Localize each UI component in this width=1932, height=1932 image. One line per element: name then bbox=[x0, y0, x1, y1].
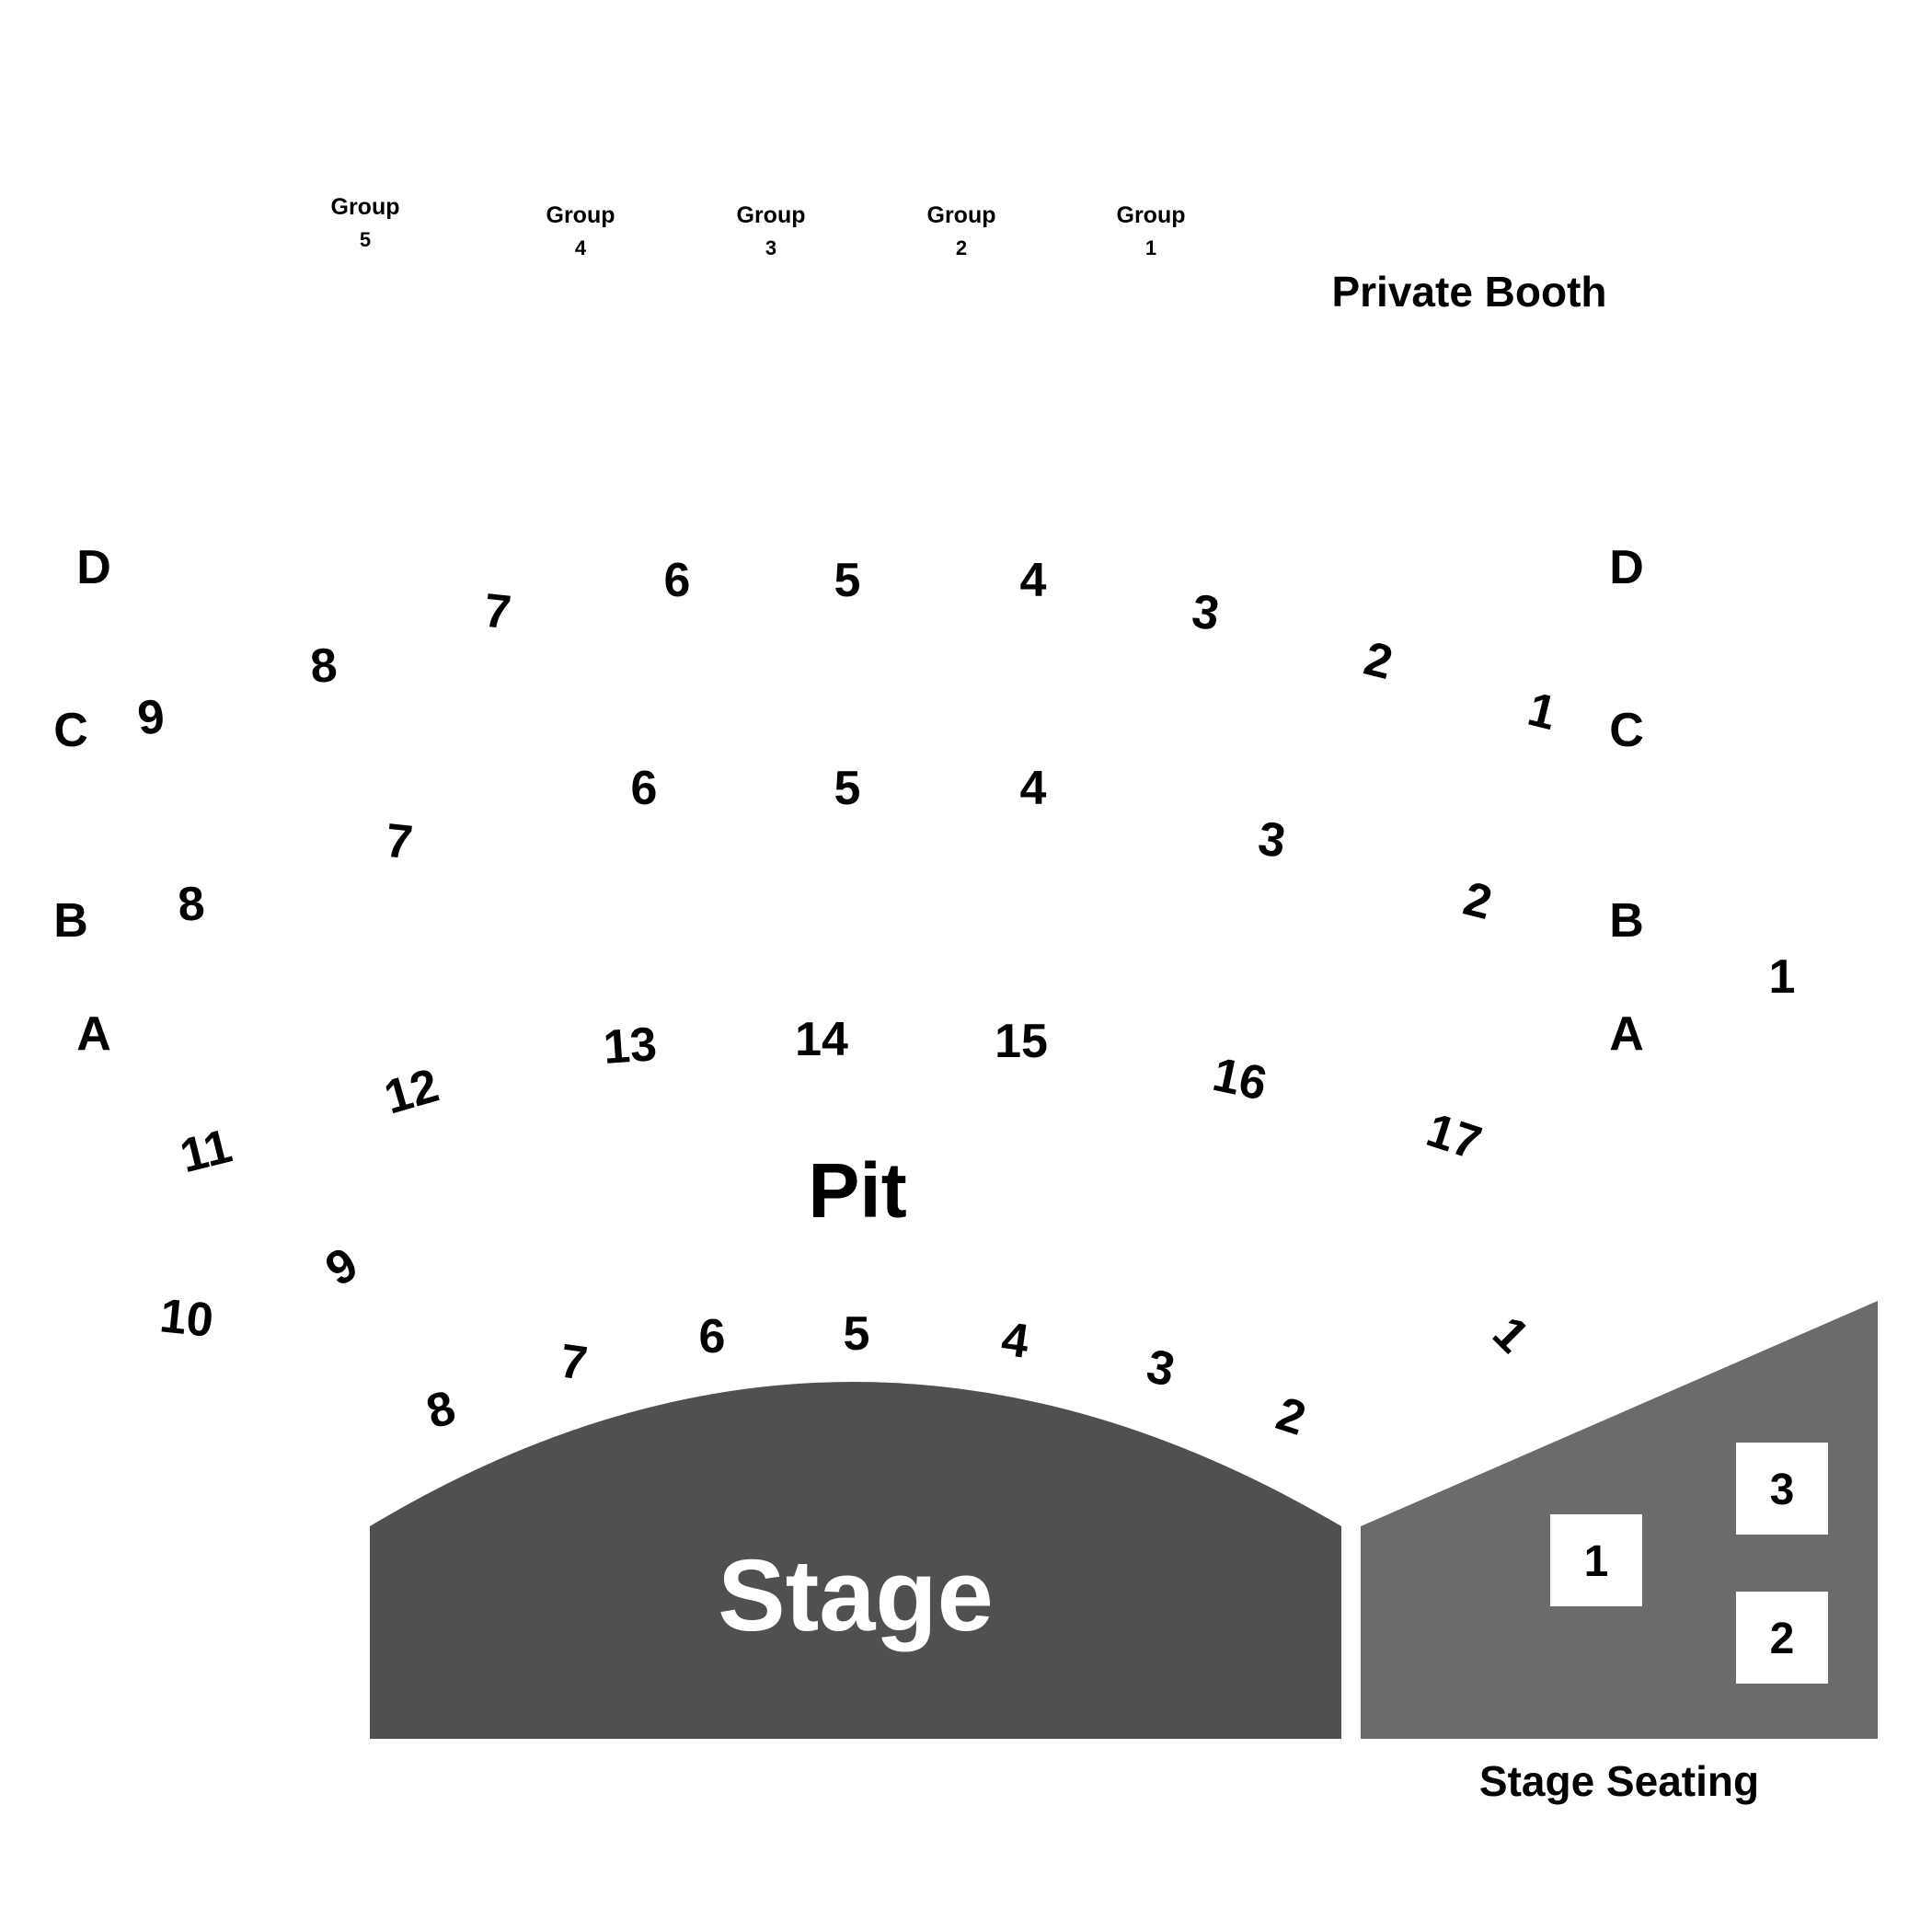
stage-seating-box-3-rect bbox=[1736, 1443, 1828, 1535]
seat-a-17[interactable]: 17 bbox=[1420, 1103, 1488, 1170]
stage-seating-box-3-label: 3 bbox=[1770, 1466, 1795, 1514]
seat-lower-11[interactable]: 11 bbox=[175, 1120, 236, 1184]
row-letter-right-a: A bbox=[1609, 1007, 1644, 1061]
row-letter-left-a: A bbox=[76, 1007, 111, 1061]
row-letter-left-d: D bbox=[76, 541, 111, 594]
row-letter-right-b: B bbox=[1609, 894, 1644, 948]
stage-seating-box-1[interactable]: 1 bbox=[1550, 1514, 1642, 1606]
seat-a-12[interactable]: 12 bbox=[379, 1059, 445, 1125]
seat-c-3[interactable]: 3 bbox=[1255, 811, 1289, 868]
seat-d-6[interactable]: 6 bbox=[664, 554, 691, 607]
seat-d-1[interactable]: 1 bbox=[1523, 683, 1561, 741]
seat-a-1[interactable]: 1 bbox=[1482, 1306, 1538, 1363]
seat-b-5[interactable]: 5 bbox=[844, 1307, 870, 1361]
seat-c-7[interactable]: 7 bbox=[383, 814, 415, 870]
stage-seating-box-2[interactable]: 2 bbox=[1736, 1592, 1828, 1684]
seat-lower-9[interactable]: 9 bbox=[316, 1237, 366, 1297]
stage-seating-box-2-label: 2 bbox=[1770, 1615, 1795, 1663]
seat-c-6[interactable]: 6 bbox=[631, 762, 658, 815]
stage-seating-box-2-rect bbox=[1736, 1592, 1828, 1684]
seat-c-8[interactable]: 8 bbox=[308, 638, 339, 694]
seat-a-13[interactable]: 13 bbox=[602, 1018, 659, 1075]
seat-a-14[interactable]: 14 bbox=[795, 1013, 848, 1066]
group-4-label[interactable]: Group bbox=[546, 202, 615, 228]
seat-d-2[interactable]: 2 bbox=[1359, 632, 1397, 690]
group-3-label[interactable]: Group bbox=[737, 202, 806, 228]
row-letter-left-c: C bbox=[53, 704, 88, 757]
group-5-number[interactable]: 5 bbox=[360, 228, 371, 251]
seat-b-3[interactable]: 3 bbox=[1142, 1340, 1179, 1397]
seat-b-2[interactable]: 2 bbox=[1271, 1387, 1312, 1446]
stage-label: Stage bbox=[718, 1539, 994, 1652]
pit-label: Pit bbox=[808, 1147, 906, 1234]
row-letter-right-d: D bbox=[1609, 541, 1644, 594]
seat-a-16[interactable]: 16 bbox=[1208, 1048, 1271, 1111]
group-2-number[interactable]: 2 bbox=[956, 236, 967, 259]
seat-d-7[interactable]: 7 bbox=[481, 584, 513, 640]
stage-seating-box-1-label: 1 bbox=[1584, 1537, 1609, 1586]
seat-c-2[interactable]: 2 bbox=[1458, 872, 1497, 930]
seat-c-1[interactable]: 1 bbox=[1769, 950, 1796, 1004]
seat-a-15[interactable]: 15 bbox=[995, 1015, 1048, 1068]
row-letter-left-b: B bbox=[53, 894, 88, 948]
stage-seating-title: Stage Seating bbox=[1479, 1757, 1759, 1805]
seat-d-4[interactable]: 4 bbox=[1020, 554, 1047, 607]
stage-seating-box-3[interactable]: 3 bbox=[1736, 1443, 1828, 1535]
seat-d-5[interactable]: 5 bbox=[834, 554, 861, 607]
private-booth-label[interactable]: Private Booth bbox=[1331, 268, 1606, 316]
group-5-label[interactable]: Group bbox=[331, 194, 400, 220]
stage-shape[interactable] bbox=[370, 1382, 1341, 1739]
stage-seating-box-1-rect bbox=[1550, 1514, 1642, 1606]
group-1-number[interactable]: 1 bbox=[1145, 236, 1156, 259]
seat-d-3[interactable]: 3 bbox=[1189, 584, 1223, 640]
seat-lower-8[interactable]: 8 bbox=[420, 1381, 461, 1440]
seat-b-4[interactable]: 4 bbox=[998, 1312, 1032, 1368]
seat-c-5[interactable]: 5 bbox=[834, 762, 861, 815]
seat-b-8[interactable]: 8 bbox=[176, 877, 206, 932]
seat-b-6[interactable]: 6 bbox=[699, 1310, 726, 1363]
group-3-number[interactable]: 3 bbox=[765, 236, 776, 259]
group-4-number[interactable]: 4 bbox=[575, 236, 587, 259]
seat-b-7[interactable]: 7 bbox=[557, 1334, 591, 1390]
seat-lower-10[interactable]: 10 bbox=[157, 1289, 216, 1348]
seat-c-4[interactable]: 4 bbox=[1020, 762, 1047, 815]
row-letter-right-c: C bbox=[1609, 704, 1644, 757]
group-1-label[interactable]: Group bbox=[1117, 202, 1186, 228]
group-2-label[interactable]: Group bbox=[927, 202, 996, 228]
seat-c-9[interactable]: 9 bbox=[135, 690, 167, 746]
